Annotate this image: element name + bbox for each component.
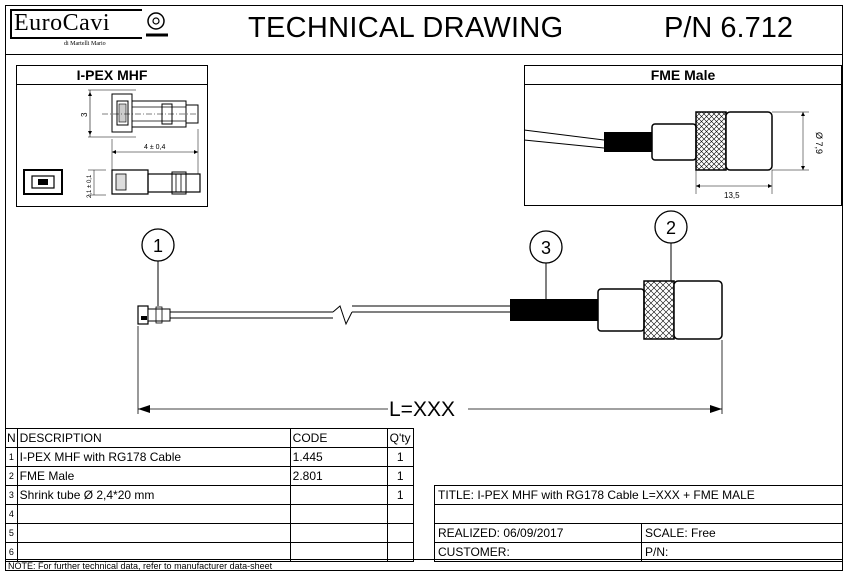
realized-date: REALIZED: 06/09/2017 (434, 523, 642, 543)
bom-header-row: N DESCRIPTION CODE Q'ty (5, 428, 414, 448)
table-row: 6 (5, 542, 414, 562)
title-block-spacer (434, 504, 843, 524)
ipex-height-dim: 3 (80, 112, 89, 117)
cable-assembly-drawing: 1 3 2 L=XXX (137, 210, 723, 421)
bom-row-code (289, 542, 388, 562)
bom-row-qty (386, 504, 414, 524)
header-divider (5, 54, 843, 55)
footer-note: NOTE: For further technical data, refer … (5, 559, 843, 571)
bom-row-description (16, 523, 291, 543)
bom-row-n: 4 (5, 504, 18, 524)
ipex-detail-panel: I-PEX MHF (16, 65, 208, 207)
overall-length-label: L=XXX (389, 398, 455, 421)
callout-3: 3 (541, 238, 551, 258)
fme-diameter-dim: Ø 7,9 (814, 132, 824, 154)
fme-detail-panel: FME Male (524, 65, 842, 206)
table-row: 3 Shrink tube Ø 2,4*20 mm 1 (5, 485, 414, 505)
bom-row-code: 2.801 (289, 466, 388, 486)
bom-row-qty: 1 (386, 466, 414, 486)
ipex-length-dim: 4 ± 0,4 (144, 144, 165, 151)
callout-2: 2 (666, 218, 676, 238)
table-row: 5 (5, 523, 414, 543)
table-row: 4 (5, 504, 414, 524)
bom-row-n: 1 (5, 447, 18, 467)
bom-row-qty: 1 (386, 447, 414, 467)
bom-header-code: CODE (289, 428, 388, 448)
bom-row-n: 5 (5, 523, 18, 543)
logo-frame (10, 9, 142, 39)
fme-panel-title: FME Male (525, 66, 841, 85)
drawing-title: TITLE: I-PEX MHF with RG178 Cable L=XXX … (434, 485, 843, 505)
bom-row-qty: 1 (386, 485, 414, 505)
bom-row-description: Shrink tube Ø 2,4*20 mm (16, 485, 291, 505)
ipex-connector-drawing: 3 4 ± 0,4 2,1 ± 0,1 (23, 89, 201, 198)
ipex-side-dim: 2,1 ± 0,1 (87, 174, 93, 198)
drawing-scale: SCALE: Free (641, 523, 843, 543)
bom-row-description: FME Male (16, 466, 291, 486)
bom-header-n: N (5, 428, 18, 448)
bom-row-code: 1.445 (289, 447, 388, 467)
logo-emblem-icon (146, 12, 168, 37)
table-row: 2 FME Male 2.801 1 (5, 466, 414, 486)
customer-field: CUSTOMER: (434, 542, 642, 562)
bom-header-qty: Q'ty (386, 428, 414, 448)
bom-row-n: 3 (5, 485, 18, 505)
fme-length-dim: 13,5 (724, 191, 740, 200)
logo-text: EuroCavi (14, 10, 110, 36)
bom-row-qty (386, 523, 414, 543)
bom-row-code (289, 485, 388, 505)
page-title: TECHNICAL DRAWING (248, 12, 564, 44)
bom-row-description (16, 504, 291, 524)
customer-pn-field: P/N: (641, 542, 843, 562)
bom-header-description: DESCRIPTION (16, 428, 291, 448)
logo-subtitle: di Martelli Mario (64, 41, 106, 47)
fme-connector-drawing: Ø 7,9 13,5 (523, 111, 824, 200)
title-block: TITLE: I-PEX MHF with RG178 Cable L=XXX … (434, 485, 843, 562)
drawing-frame (5, 5, 843, 571)
bom-row-code (289, 523, 388, 543)
bom-row-qty (386, 542, 414, 562)
part-number: P/N 6.712 (664, 12, 793, 44)
bom-row-code (289, 504, 388, 524)
bom-row-description: I-PEX MHF with RG178 Cable (16, 447, 291, 467)
callout-1: 1 (153, 236, 163, 256)
bill-of-materials: N DESCRIPTION CODE Q'ty 1 I-PEX MHF with… (5, 428, 414, 562)
bom-row-n: 2 (5, 466, 18, 486)
table-row: 1 I-PEX MHF with RG178 Cable 1.445 1 (5, 447, 414, 467)
ipex-panel-title: I-PEX MHF (17, 66, 207, 85)
